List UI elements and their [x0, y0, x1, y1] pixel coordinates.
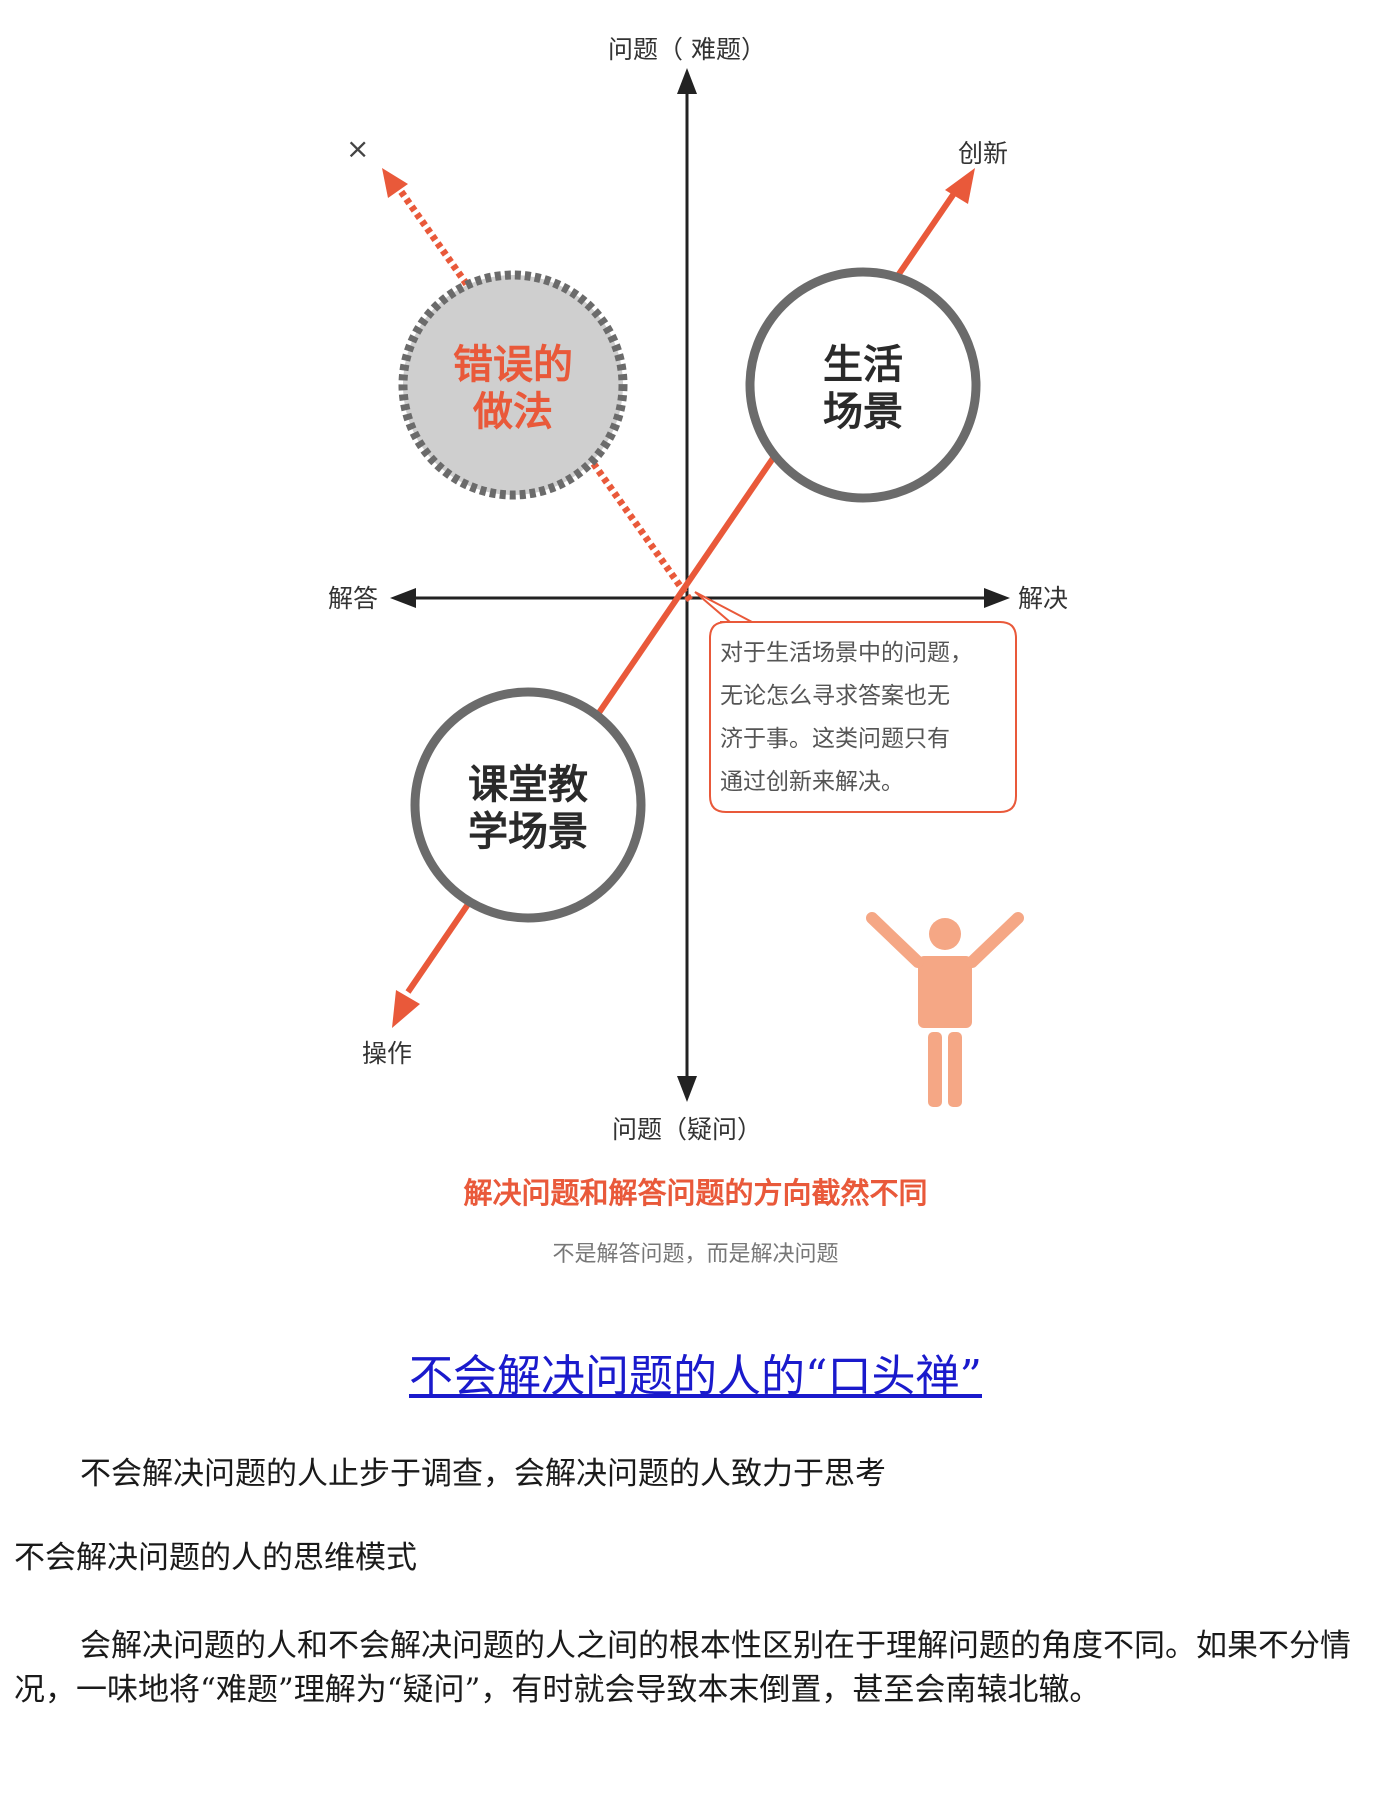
figure-caption-subtitle: 不是解答问题，而是解决问题 — [552, 1242, 839, 1267]
life-circle-line2: 场景 — [823, 389, 903, 435]
wrong-x-label: × — [346, 132, 369, 165]
innovation-arrowhead — [945, 168, 975, 204]
bubble-line1: 对于生活场景中的问题， — [720, 640, 973, 666]
innovation-label: 创新 — [958, 139, 1008, 168]
bubble-line3: 济于事。这类问题只有 — [720, 726, 950, 752]
axis-arrow-down — [677, 1076, 697, 1102]
life-circle-line1: 生活 — [823, 342, 903, 388]
wrong-circle-line1: 错误的 — [453, 342, 573, 388]
axis-top-label: 问题（ 难题） — [608, 35, 766, 64]
person-arms-raised-icon — [866, 912, 1024, 1107]
paragraph-3: 会解决问题的人和不会解决问题的人之间的根本性区别在于理解问题的角度不同。如果不分… — [14, 1628, 1351, 1708]
life-scene-circle: 生活 场景 — [745, 267, 981, 503]
wrong-circle-line2: 做法 — [472, 389, 553, 435]
axis-left-label: 解答 — [328, 584, 378, 613]
operation-arrowhead — [392, 990, 420, 1028]
paragraph-2: 不会解决问题的人的思维模式 — [14, 1540, 417, 1576]
figure-caption-title: 解决问题和解答问题的方向截然不同 — [463, 1176, 928, 1210]
classroom-scene-circle: 课堂教 学场景 — [410, 687, 646, 923]
wrong-method-circle: 错误的 做法 — [398, 270, 628, 500]
axis-arrow-up — [677, 68, 697, 94]
classroom-circle-line2: 学场景 — [468, 809, 588, 855]
bubble-line4: 通过创新来解决。 — [720, 769, 904, 795]
operation-label: 操作 — [362, 1039, 412, 1068]
axis-right-label: 解决 — [1018, 584, 1068, 613]
classroom-circle-line1: 课堂教 — [468, 762, 588, 808]
axes — [390, 68, 1010, 1102]
paragraph-1: 不会解决问题的人止步于调查，会解决问题的人致力于思考 — [80, 1456, 886, 1492]
section-heading-link[interactable]: 不会解决问题的人的“口头禅” — [409, 1351, 982, 1402]
wrong-direction-arrow — [382, 168, 693, 603]
axis-bottom-label: 问题（疑问） — [612, 1115, 762, 1144]
axis-arrow-left — [390, 588, 416, 608]
axis-arrow-right — [984, 588, 1010, 608]
callout-bubble: 对于生活场景中的问题， 无论怎么寻求答案也无 济于事。这类问题只有 通过创新来解… — [694, 591, 1017, 813]
problem-axis-diagram: 错误的 做法 生活 场景 课堂教 学场景 对于生活场景中的问题， 无论怎么寻求答… — [328, 35, 1068, 1144]
bubble-line2: 无论怎么寻求答案也无 — [720, 683, 950, 709]
wrong-arrowhead — [382, 168, 408, 198]
